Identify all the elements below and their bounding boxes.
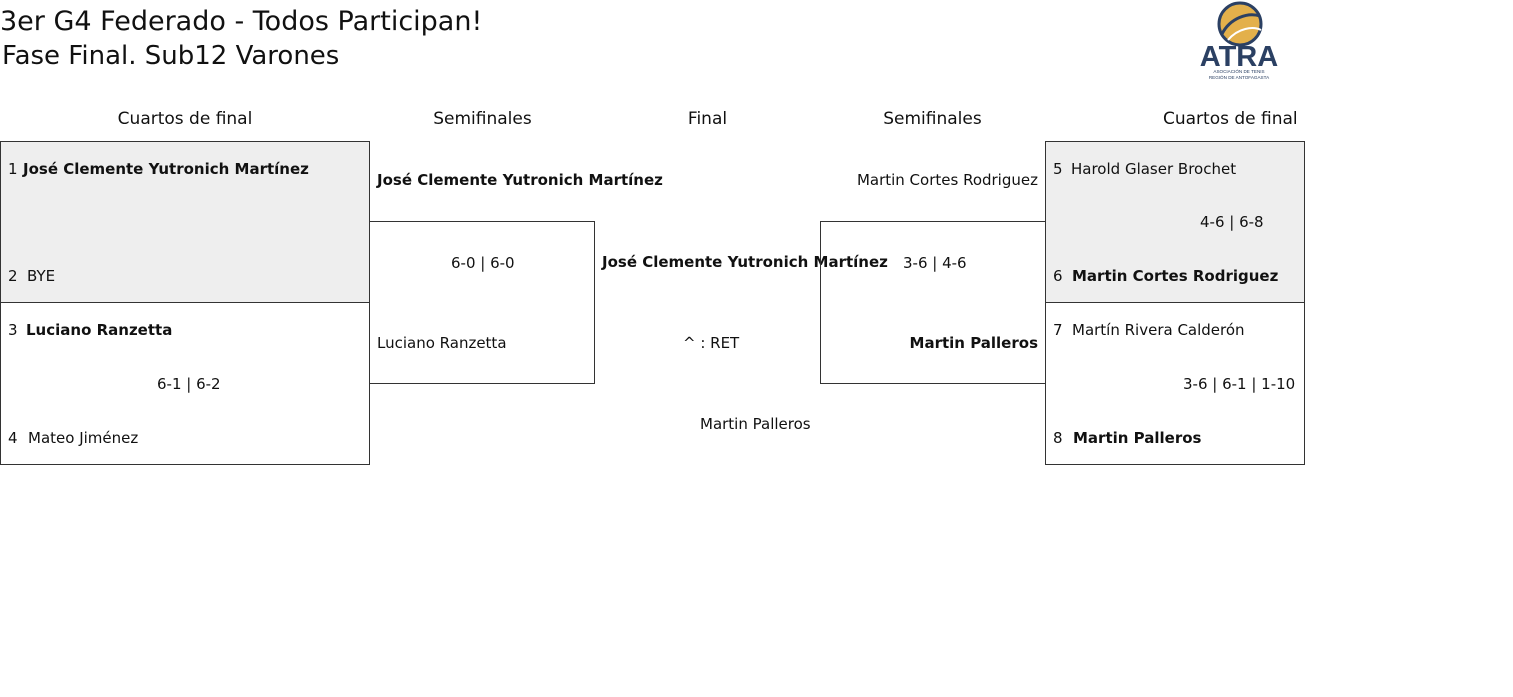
player-name: Martín Rivera Calderón — [1072, 321, 1245, 339]
seed-number: 1 — [8, 160, 18, 178]
match-qf4[interactable]: 7 Martín Rivera Calderón 3-6 | 6-1 | 1-1… — [1045, 302, 1305, 465]
player-name: Harold Glaser Brochet — [1071, 160, 1237, 178]
seed-number: 3 — [8, 321, 18, 339]
tournament-title: 3er G4 Federado - Todos Participan! — [0, 6, 483, 37]
match-score: 3-6 | 6-1 | 1-10 — [1183, 375, 1296, 393]
match-sf-left[interactable]: 6-0 | 6-0 Luciano Ranzetta — [369, 221, 595, 384]
seed-number: 7 — [1053, 321, 1063, 339]
player-name: Luciano Ranzetta — [26, 321, 173, 339]
player-name: BYE — [27, 267, 56, 285]
sf-right-player1: Martin Cortes Rodriguez — [856, 171, 1038, 189]
match-qf1[interactable]: 1 José Clemente Yutronich Martínez 2 BYE — [0, 141, 370, 303]
player-name: Mateo Jiménez — [28, 429, 139, 447]
player-name: Martin Palleros — [1073, 429, 1202, 447]
draw-subtitle: Fase Final. Sub12 Varones — [2, 41, 340, 71]
player-name: Luciano Ranzetta — [377, 334, 507, 352]
seed-number: 2 — [8, 267, 18, 285]
match-qf2[interactable]: 3 Luciano Ranzetta 6-1 | 6-2 4 Mateo Jim… — [0, 302, 370, 465]
round-header-qf-right: Cuartos de final — [1163, 109, 1298, 129]
final-player1: José Clemente Yutronich Martínez — [602, 253, 888, 271]
seed-number: 4 — [8, 429, 18, 447]
atra-logo: ATRA ASOCIACIÓN DE TENIS REGIÓN DE ANTOF… — [1200, 1, 1278, 80]
match-sf-right[interactable]: 3-6 | 4-6 Martin Palleros — [820, 221, 1046, 384]
seed-number: 6 — [1053, 267, 1063, 285]
player-name: Martin Cortes Rodriguez — [1072, 267, 1279, 285]
svg-text:ASOCIACIÓN DE TENIS: ASOCIACIÓN DE TENIS — [1213, 68, 1264, 74]
final-score: ^ : RET — [683, 334, 740, 352]
match-qf3[interactable]: 5 Harold Glaser Brochet 4-6 | 6-8 6 Mart… — [1045, 141, 1305, 303]
final-player2: Martin Palleros — [700, 415, 811, 433]
round-header-sf-right: Semifinales — [883, 109, 982, 129]
round-header-final: Final — [687, 109, 728, 129]
svg-text:REGIÓN DE ANTOFAGASTA: REGIÓN DE ANTOFAGASTA — [1209, 74, 1270, 80]
player-name: Martin Palleros — [909, 334, 1038, 352]
match-score: 3-6 | 4-6 — [903, 254, 967, 272]
round-header-sf-left: Semifinales — [433, 109, 532, 129]
match-score: 6-1 | 6-2 — [157, 375, 221, 393]
player-name: José Clemente Yutronich Martínez — [23, 160, 309, 178]
seed-number: 5 — [1053, 160, 1063, 178]
svg-text:ATRA: ATRA — [1200, 41, 1278, 73]
match-score: 4-6 | 6-8 — [1200, 213, 1264, 231]
seed-number: 8 — [1053, 429, 1063, 447]
round-header-qf-left: Cuartos de final — [117, 109, 253, 129]
match-score: 6-0 | 6-0 — [451, 254, 515, 272]
sf-left-player1: José Clemente Yutronich Martínez — [377, 171, 663, 189]
